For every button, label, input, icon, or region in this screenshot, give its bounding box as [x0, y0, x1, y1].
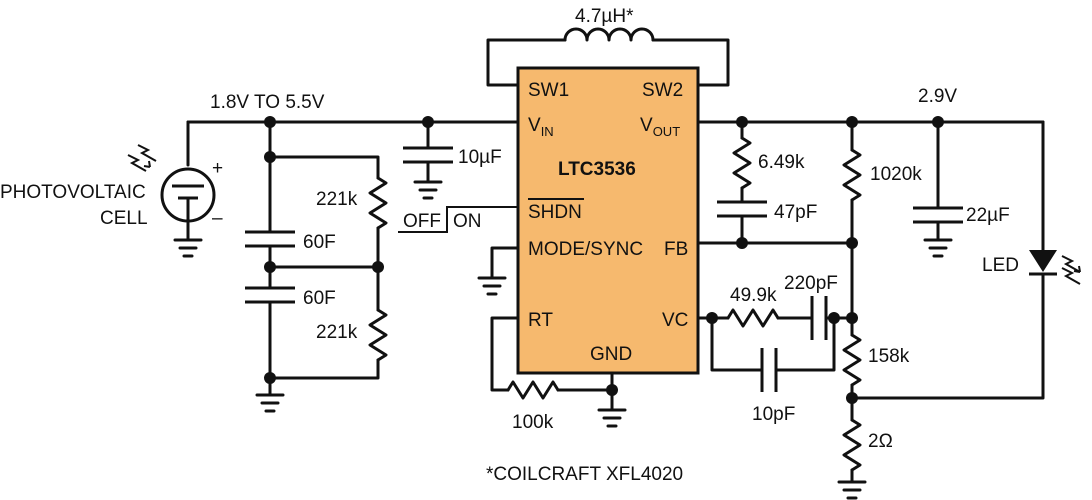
r-fb-top-value: 1020k — [870, 164, 922, 185]
input-capacitor — [403, 120, 453, 200]
c-ff-value: 47pF — [774, 202, 817, 223]
feedforward-network — [717, 120, 767, 249]
r-ff-value: 6.49k — [758, 152, 805, 173]
cin-value: 10µF — [458, 147, 502, 168]
pin-vin: VIN — [528, 115, 554, 139]
pin-vout: VOUT — [640, 115, 680, 139]
ic-name: LTC3536 — [558, 159, 636, 180]
mode-ground — [477, 246, 520, 296]
vc-compensation — [696, 296, 854, 392]
pin-sw2: SW2 — [642, 80, 683, 101]
inductor-value: 4.7µH* — [575, 6, 634, 27]
pv-label-line1: PHOTOVOLTAIC — [0, 182, 146, 203]
cap-bot-value: 60F — [303, 288, 336, 309]
vout-rail — [696, 116, 1045, 128]
ic-body — [516, 66, 700, 375]
rt-network — [490, 316, 627, 428]
inductor — [486, 27, 730, 87]
pv-minus: – — [212, 208, 223, 229]
output-capacitor — [913, 120, 963, 258]
pin-mode: MODE/SYNC — [528, 239, 643, 260]
pin-gnd: GND — [590, 344, 632, 365]
c-vc-value: 220pF — [784, 273, 838, 294]
vout-label: 2.9V — [918, 86, 957, 107]
r-rt-value: 100k — [512, 412, 554, 433]
feedback-divider — [696, 120, 867, 500]
shdn-control — [398, 206, 518, 233]
r-div-bot-value: 221k — [316, 322, 358, 343]
led — [850, 120, 1081, 400]
off-label: OFF — [403, 211, 441, 232]
vin-range-label: 1.8V TO 5.5V — [210, 92, 325, 113]
pin-sw1: SW1 — [528, 80, 569, 101]
led-label: LED — [982, 255, 1019, 276]
c-vc2-value: 10pF — [752, 404, 795, 425]
pv-label-line2: CELL — [100, 208, 148, 229]
pin-vc: VC — [662, 310, 688, 331]
supercap-network — [245, 120, 388, 413]
pv-plus: + — [212, 158, 223, 179]
r-158-value: 158k — [868, 346, 910, 367]
cap-top-value: 60F — [303, 232, 336, 253]
r-div-top-value: 221k — [316, 189, 358, 210]
r-vc-value: 49.9k — [730, 285, 777, 306]
pin-fb: FB — [664, 239, 688, 260]
pin-shdn: SHDN — [528, 202, 582, 223]
footnote: *COILCRAFT XFL4020 — [486, 464, 683, 485]
r-2-value: 2Ω — [868, 431, 893, 452]
pin-rt: RT — [528, 310, 553, 331]
c-out-value: 22µF — [966, 205, 1010, 226]
on-label: ON — [453, 211, 482, 232]
photovoltaic-cell — [127, 144, 216, 258]
